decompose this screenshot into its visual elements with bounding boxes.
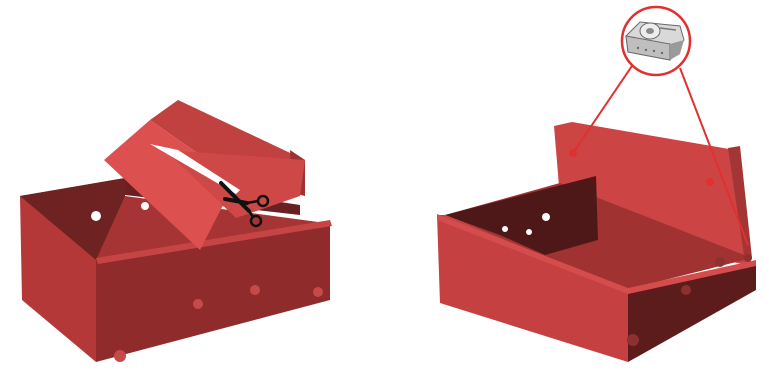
- right-box-hole: [681, 285, 691, 295]
- left-box-hole: [91, 211, 101, 221]
- right-box-hole: [502, 226, 508, 232]
- callout-dot-right: [706, 178, 714, 186]
- right-box-hole: [627, 334, 639, 346]
- left-box-hole: [114, 350, 126, 362]
- right-box-hole: [542, 213, 550, 221]
- right-box-hole: [526, 229, 532, 235]
- right-box-hole: [715, 257, 725, 267]
- right-box: [437, 122, 756, 362]
- left-box-hole: [250, 285, 260, 295]
- callout-dot-left: [569, 149, 577, 157]
- left-box-hole: [313, 287, 323, 297]
- left-box-hole: [141, 202, 149, 210]
- right-box-hole: [744, 254, 752, 262]
- left-box-hole: [193, 299, 203, 309]
